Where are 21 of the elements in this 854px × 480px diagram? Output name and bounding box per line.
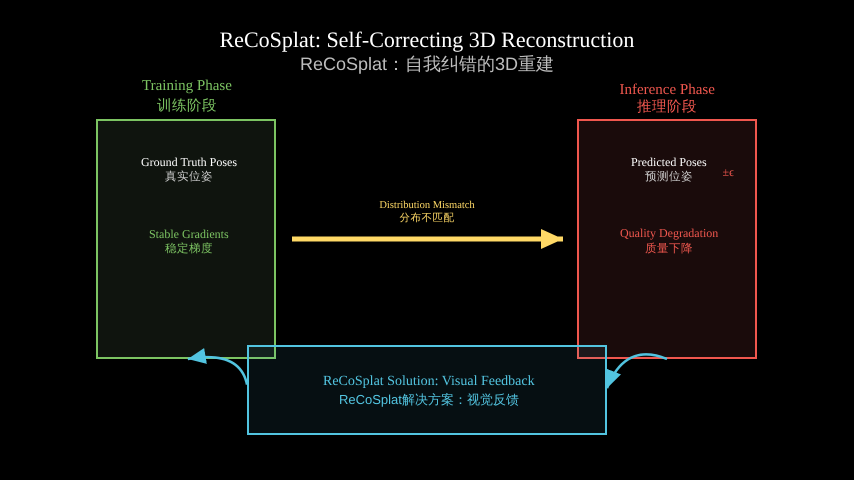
box-label: ReCoSplat Solution: Visual Feedback bbox=[323, 374, 535, 390]
subtitle: ReCoSplat：自我纠错的3D重建 bbox=[300, 54, 554, 74]
box-label: Quality Degradation bbox=[620, 226, 718, 240]
phase-heading: Inference Phase bbox=[620, 83, 715, 99]
phase-heading: 推理阶段 bbox=[637, 100, 697, 115]
box-label: Stable Gradients bbox=[149, 228, 229, 240]
phase-heading: Training Phase bbox=[142, 79, 232, 95]
box-label: 真实位姿 bbox=[165, 171, 213, 184]
box-label: 稳定梯度 bbox=[165, 243, 213, 256]
arrow bbox=[292, 229, 563, 249]
title: ReCoSplat: Self-Correcting 3D Reconstruction bbox=[220, 28, 634, 51]
box-label: ReCoSplat解决方案：视觉反馈 bbox=[339, 393, 519, 407]
box-label: 质量下降 bbox=[645, 243, 693, 256]
box-label: Predicted Poses bbox=[631, 156, 707, 168]
curved-arrow bbox=[606, 353, 668, 389]
symbol-label: ±ϵ bbox=[722, 166, 734, 178]
solution-box bbox=[247, 345, 607, 435]
curved-arrow bbox=[188, 348, 248, 385]
phase-heading: 训练阶段 bbox=[157, 98, 217, 114]
box-label: Ground Truth Poses bbox=[141, 156, 238, 168]
box-label: 预测位姿 bbox=[645, 171, 693, 184]
